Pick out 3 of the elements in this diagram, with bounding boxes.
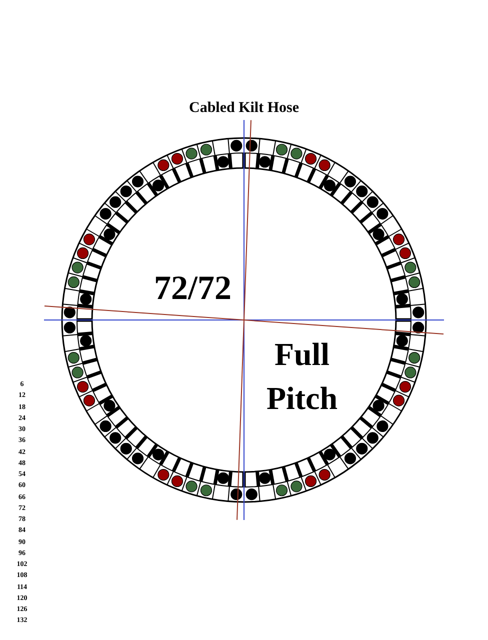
diagram-title: Cabled Kilt Hose [188, 100, 300, 117]
needle-count-label: 72/72 [154, 270, 232, 308]
pitch-label: Full Pitch [265, 335, 339, 418]
